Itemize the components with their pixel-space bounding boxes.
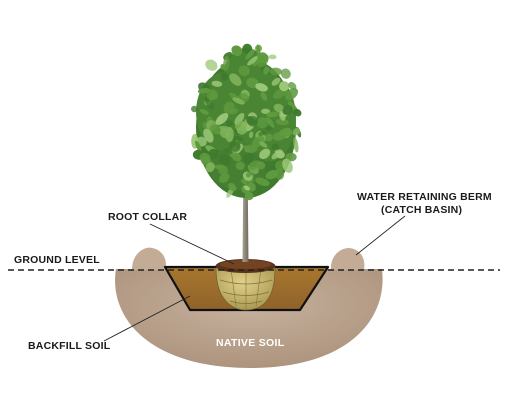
native-soil-label: NATIVE SOIL (216, 337, 285, 349)
leaf-cluster (215, 113, 229, 125)
leaf-cluster (219, 125, 232, 132)
leaf-cluster (266, 161, 273, 168)
leaf-cluster (205, 59, 218, 71)
berm-label-line1: WATER RETAINING BERM (357, 191, 492, 203)
leaf-cluster (256, 44, 261, 57)
leaf-cluster (232, 97, 245, 105)
leaf-cluster (229, 108, 239, 115)
leaf-cluster (223, 56, 230, 72)
leaf-cluster (285, 88, 299, 101)
leaf-cluster (285, 152, 292, 160)
leaf-cluster (205, 162, 215, 173)
leaf-cluster (265, 133, 273, 142)
leaf-cluster (280, 68, 291, 79)
leaf-cluster (244, 191, 254, 201)
leaf-cluster (255, 83, 268, 92)
leaf-cluster (248, 131, 254, 139)
leaf-cluster (211, 80, 223, 87)
leaf-cluster (243, 144, 251, 153)
leaf-cluster (279, 81, 290, 92)
leaf-cluster (225, 120, 234, 127)
leaf-cluster (241, 178, 248, 185)
leaf-cluster (235, 161, 245, 171)
backfill-soil-leader (103, 295, 191, 342)
leaf-cluster (238, 65, 250, 76)
leaf-cluster (256, 161, 266, 170)
leaf-cluster (247, 56, 258, 66)
leaf-cluster (271, 77, 281, 86)
leaf-cluster (235, 121, 247, 131)
leaf-cluster (245, 49, 255, 60)
leaf-cluster (256, 117, 269, 129)
leaf-cluster (273, 103, 285, 113)
leaf-cluster (228, 182, 237, 192)
leaf-cluster (255, 177, 270, 187)
leaf-cluster (263, 66, 270, 75)
leaf-cluster (208, 148, 219, 159)
leaf-cluster (195, 140, 202, 153)
backfill-soil-label: BACKFILL SOIL (28, 340, 111, 352)
berm-left (132, 247, 166, 270)
leaf-cluster (266, 117, 275, 128)
leaf-cluster (204, 98, 215, 110)
leaf-cluster (274, 168, 285, 180)
leaf-cluster (219, 172, 230, 183)
leaf-cluster (282, 105, 293, 115)
leaf-cluster (258, 131, 266, 137)
leaf-cluster (261, 108, 271, 115)
leaf-cluster (203, 128, 214, 143)
leaf-cluster (282, 158, 293, 173)
leaf-cluster (293, 137, 299, 153)
leaf-cluster (231, 152, 242, 162)
leaf-cluster (206, 89, 217, 101)
leaf-cluster (288, 81, 297, 91)
deciduous-tree-icon (191, 43, 302, 262)
leaf-cluster (259, 148, 271, 160)
leaf-cluster (243, 185, 251, 191)
leaf-cluster (248, 160, 260, 171)
root-collar-leader (149, 223, 235, 265)
leaf-cluster (269, 67, 282, 76)
leaf-cluster (268, 54, 277, 60)
leaf-cluster (259, 141, 268, 148)
berm-leader (355, 215, 406, 256)
leaf-cluster (199, 108, 209, 115)
leaf-cluster (229, 73, 242, 86)
leaf-cluster (260, 92, 268, 101)
leaf-cluster (234, 113, 245, 125)
leaf-cluster (231, 45, 243, 57)
root-collar-label: ROOT COLLAR (108, 211, 187, 223)
leaf-cluster (191, 105, 198, 113)
berm-label-line2: (CATCH BASIN) (381, 204, 462, 216)
leaf-cluster (275, 150, 285, 159)
leaf-cluster (218, 165, 229, 175)
leaf-cluster (266, 111, 279, 118)
leaf-cluster (229, 140, 241, 152)
leaf-cluster (220, 72, 229, 81)
leaf-cluster (218, 154, 231, 166)
leaf-cluster (244, 152, 255, 163)
leaf-cluster (292, 127, 301, 136)
leaf-cluster (199, 152, 211, 164)
leaf-cluster (247, 116, 258, 127)
leaf-cluster (275, 118, 289, 126)
leaf-cluster (292, 108, 302, 117)
leaf-cluster (271, 143, 280, 151)
ground-level-label: GROUND LEVEL (14, 254, 100, 266)
berm-right (330, 248, 365, 270)
leaf-cluster (245, 171, 252, 178)
leaf-cluster (279, 128, 293, 137)
leaf-cluster (224, 148, 233, 155)
